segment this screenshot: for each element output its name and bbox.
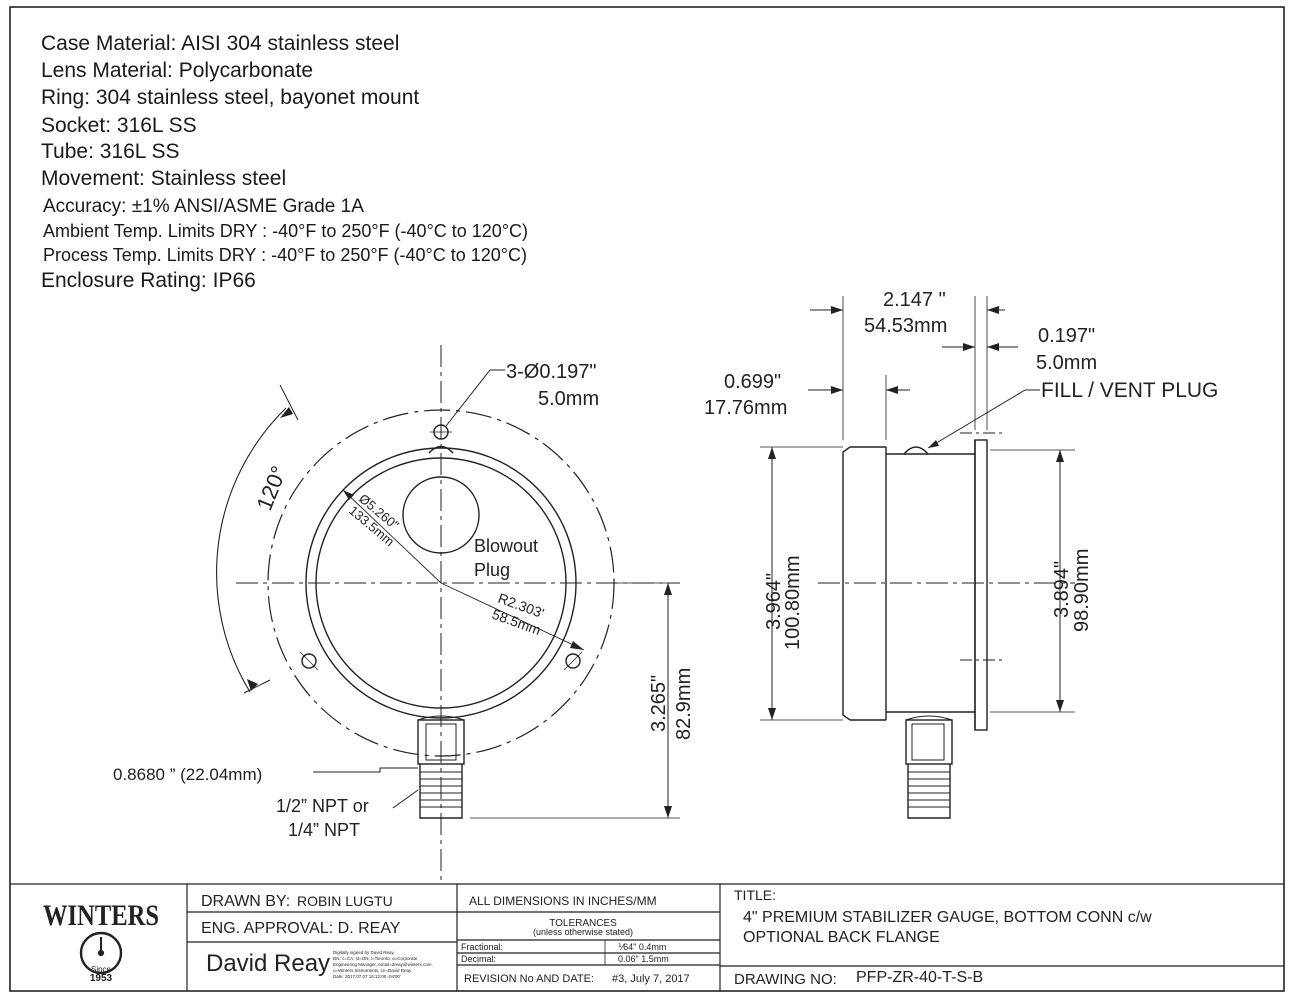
height-label: 3.265" (648, 675, 670, 732)
flange-dia-label: 3.894" (1051, 561, 1073, 618)
depth-mm-label: 54.53mm (864, 315, 947, 337)
offset-mm-label: 17.76mm (704, 397, 787, 419)
spec-process-temp: Process Temp. Limits DRY : -40°F to 250°… (43, 245, 527, 265)
flange-dia-mm-label: 98.90mm (1071, 549, 1093, 632)
drawing-no-value: PFP-ZR-40-T-S-B (856, 969, 983, 986)
spec-tube: Tube: 316L SS (41, 140, 180, 163)
spec-enclosure-rating: Enclosure Rating: IP66 (41, 269, 256, 292)
title-line-2: OPTIONAL BACK FLANGE (743, 929, 940, 946)
signature-detail-5: Date: 2017.07.07 16:12:00 -04'00' (333, 974, 401, 979)
holes-mm-label: 5.0mm (538, 388, 599, 410)
logo-text: WINTERS (43, 899, 159, 932)
logo-since: Since (91, 965, 112, 974)
drawn-by-value: ROBIN LUGTU (297, 893, 393, 909)
logo-gauge-icon (79, 931, 123, 975)
hex-label: 0.8680 ” (22.04mm) (113, 765, 262, 784)
dims-note: ALL DIMENSIONS IN INCHES/MM (469, 894, 657, 908)
signature-detail-2: DN: c=CA, st=ON, l=Toronto, o=Corporate (333, 956, 418, 961)
tolerances-label: TOLERANCES (549, 918, 617, 929)
spec-ring: Ring: 304 stainless steel, bayonet mount (41, 86, 420, 109)
decimal-value: 0.06" 1.5mm (618, 954, 669, 964)
flange-mm-label: 5.0mm (1036, 352, 1097, 374)
blowout-plug (402, 476, 480, 554)
logo-year: 1953 (90, 973, 113, 984)
spec-ambient-temp: Ambient Temp. Limits DRY : -40°F to 250°… (43, 221, 529, 241)
bolt-hole-left (299, 651, 319, 671)
tolerances-sub: (unless otherwise stated) (533, 927, 633, 937)
case-outer-circle (305, 447, 577, 719)
drawn-by-label: DRAWN BY: (201, 893, 290, 910)
signature-detail-3: Engineering Manager, email=dreay@winters… (333, 962, 433, 967)
side-view (760, 296, 1075, 819)
case-dia-label: 3.964" (763, 573, 785, 630)
spec-accuracy: Accuracy: ±1% ANSI/ASME Grade 1A (43, 196, 364, 217)
title-line-1: 4" PREMIUM STABILIZER GAUGE, BOTTOM CONN… (743, 909, 1152, 926)
bolt-hole-top (430, 424, 452, 440)
height-mm-label: 82.9mm (673, 668, 695, 740)
case-dia-mm-label: 100.80mm (782, 556, 804, 651)
revision-value: #3, July 7, 2017 (612, 973, 690, 985)
bolt-hole-right (563, 651, 583, 671)
signature: David Reay (206, 950, 330, 977)
fractional-value: ⅟64" 0.4mm (618, 942, 666, 952)
spec-lens-material: Lens Material: Polycarbonate (41, 59, 314, 82)
blowout-label-1: Blowout (474, 536, 538, 556)
sheet-border (9, 6, 1285, 992)
depth-label: 2.147 " (883, 289, 946, 311)
title-block (10, 883, 1284, 991)
offset-label: 0.699" (724, 371, 781, 393)
flange-label: 0.197" (1038, 325, 1095, 347)
spec-socket: Socket: 316L SS (41, 114, 197, 137)
signature-detail-1: Digitally signed by David Reay (333, 950, 395, 955)
fill-plug-label: FILL / VENT PLUG (1041, 379, 1218, 402)
holes-label: 3-Ø0.197" (506, 361, 597, 383)
title-label: TITLE: (734, 887, 776, 903)
npt-label-1: 1/2” NPT or (276, 796, 369, 816)
fractional-label: Fractional: (461, 942, 503, 952)
approval-label: ENG. APPROVAL: D. REAY (201, 920, 401, 937)
decimal-label: Decimal: (461, 954, 496, 964)
front-view (216, 345, 680, 880)
blowout-label-2: Plug (474, 560, 510, 580)
revision-label: REVISION No AND DATE: (464, 973, 594, 985)
case-inner-circle (315, 457, 567, 709)
drawing-no-label: DRAWING NO: (734, 971, 837, 988)
npt-label-2: 1/4” NPT (288, 820, 360, 840)
signature-detail-4: o=Winters Instruments, cn=David Reay (333, 968, 412, 973)
spec-movement: Movement: Stainless steel (41, 167, 287, 190)
spec-case-material: Case Material: AISI 304 stainless steel (41, 32, 400, 55)
